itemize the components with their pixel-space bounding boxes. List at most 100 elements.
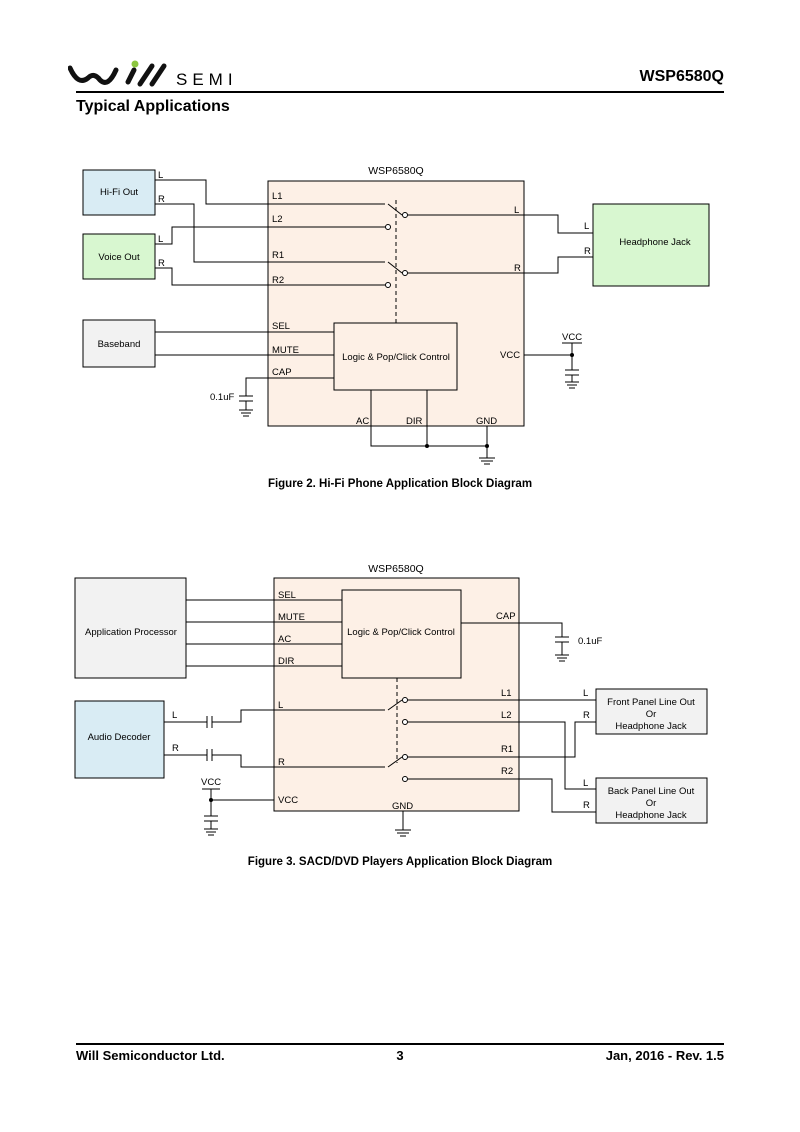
pin-ac: AC (278, 634, 291, 645)
headphone-jack-label: Headphone Jack (619, 237, 691, 248)
vcc-junction (209, 798, 213, 802)
pin-l1: L1 (501, 688, 512, 699)
wire-voice-l (155, 226, 385, 245)
switch-l2-contact (402, 719, 408, 725)
logic-label: Logic & Pop/Click Control (342, 352, 450, 363)
wire-out-l (408, 214, 593, 234)
audio-decoder-label: Audio Decoder (88, 732, 151, 743)
logic-label: Logic & Pop/Click Control (347, 627, 455, 638)
baseband-box (82, 319, 156, 368)
front-panel-label-1: Front Panel Line Out (607, 697, 695, 708)
audio-decoder-box (74, 700, 165, 779)
part-number: WSP6580Q (639, 68, 724, 85)
header-rule (76, 91, 724, 93)
pin-out-l: L (514, 205, 519, 216)
pin-dir: DIR (278, 656, 295, 667)
will-semi-logo: SEMI (68, 60, 238, 89)
pin-l: L (278, 700, 283, 711)
figure-2-caption: Figure 2. Hi-Fi Phone Application Block … (267, 478, 533, 490)
switch-r2-contact (402, 776, 408, 782)
wire-hifi-l (155, 179, 385, 205)
cap-value-label: 0.1uF (578, 636, 602, 647)
figure-3-caption: Figure 3. SACD/DVD Players Application B… (247, 856, 553, 868)
vcc-supply-label: VCC (201, 777, 221, 788)
pin-vcc: VCC (500, 350, 520, 361)
pin-mute: MUTE (278, 612, 305, 623)
wire-label-front-l: L (583, 688, 588, 699)
hifi-out-label: Hi-Fi Out (100, 187, 138, 198)
vcc-supply-label: VCC (562, 332, 582, 343)
back-panel-label-1: Back Panel Line Out (608, 786, 695, 797)
pin-ac: AC (356, 416, 369, 427)
wire-label-hp-l: L (584, 221, 589, 232)
wire-label-voice-l: L (158, 234, 163, 245)
pin-r2: R2 (272, 275, 284, 286)
wire-label-hp-r: R (584, 246, 591, 257)
footer-date-revision: Jan, 2016 - Rev. 1.5 (605, 1048, 724, 1063)
switch-r-common (402, 270, 408, 276)
wire-cap (461, 622, 563, 637)
app-processor-label: Application Processor (85, 627, 177, 638)
wire-r2-back-r (408, 778, 596, 813)
front-panel-label-3: Headphone Jack (615, 721, 687, 732)
logo-i-mark (125, 67, 137, 85)
switch-l-blade (387, 203, 403, 216)
baseband-label: Baseband (98, 339, 141, 350)
wire-ac (370, 390, 487, 447)
wire-label-back-r: R (583, 800, 590, 811)
chip-name: WSP6580Q (368, 563, 423, 575)
pin-gnd: GND (392, 801, 413, 812)
figure-2-diagram: WSP6580Q Hi-Fi Out Voice Out Baseband He… (82, 165, 710, 465)
figure-3-diagram: WSP6580Q Application Processor Audio Dec… (74, 563, 708, 837)
cap-value-label: 0.1uF (210, 392, 234, 403)
wire-dec-r-2 (212, 754, 385, 768)
switch-r2-contact (385, 282, 391, 288)
switch-r1-contact (402, 754, 408, 760)
back-panel-box (595, 777, 708, 824)
logic-box (341, 589, 462, 679)
pin-out-r: R (514, 263, 521, 274)
dir-junction (425, 444, 429, 448)
pin-r2: R2 (501, 766, 513, 777)
headphone-jack-box (592, 203, 710, 287)
pin-cap: CAP (496, 611, 516, 622)
chip-name: WSP6580Q (368, 165, 423, 177)
wire-hifi-r (155, 203, 385, 263)
pin-cap: CAP (272, 367, 292, 378)
logo-l1-mark (137, 63, 155, 87)
pin-gnd: GND (476, 416, 497, 427)
pin-sel: SEL (278, 590, 296, 601)
wire-label-hifi-l: L (158, 170, 163, 181)
pin-dir: DIR (406, 416, 423, 427)
pin-r1: R1 (501, 744, 513, 755)
wire-voice-r (155, 267, 385, 286)
wire-label-voice-r: R (158, 258, 165, 269)
pin-l2: L2 (501, 710, 512, 721)
logo-text: SEMI (176, 70, 238, 89)
footer-company: Will Semiconductor Ltd. (76, 1048, 225, 1063)
hifi-out-box (82, 169, 156, 216)
wire-label-dec-l: L (172, 710, 177, 721)
wire-dec-l-2 (212, 709, 385, 723)
logo-dot (131, 60, 139, 68)
front-panel-box (595, 688, 708, 735)
wire-out-r (408, 256, 593, 274)
wire-label-back-l: L (583, 778, 588, 789)
back-panel-label-2: Or (646, 798, 657, 809)
gnd-junction (485, 444, 489, 448)
switch-l-blade (387, 699, 403, 711)
front-panel-label-2: Or (646, 709, 657, 720)
back-panel-label-3: Headphone Jack (615, 810, 687, 821)
switch-r-blade (387, 756, 403, 768)
voice-out-label: Voice Out (98, 252, 140, 263)
footer-rule (76, 1043, 724, 1045)
wire-r1-front-r (408, 721, 596, 758)
pin-vcc: VCC (278, 795, 298, 806)
voice-out-box (82, 233, 156, 280)
wire-label-front-r: R (583, 710, 590, 721)
vcc-junction (570, 353, 574, 357)
pin-r: R (278, 757, 285, 768)
logic-box (333, 322, 458, 391)
pin-l1: L1 (272, 191, 283, 202)
switch-l1-contact (402, 697, 408, 703)
